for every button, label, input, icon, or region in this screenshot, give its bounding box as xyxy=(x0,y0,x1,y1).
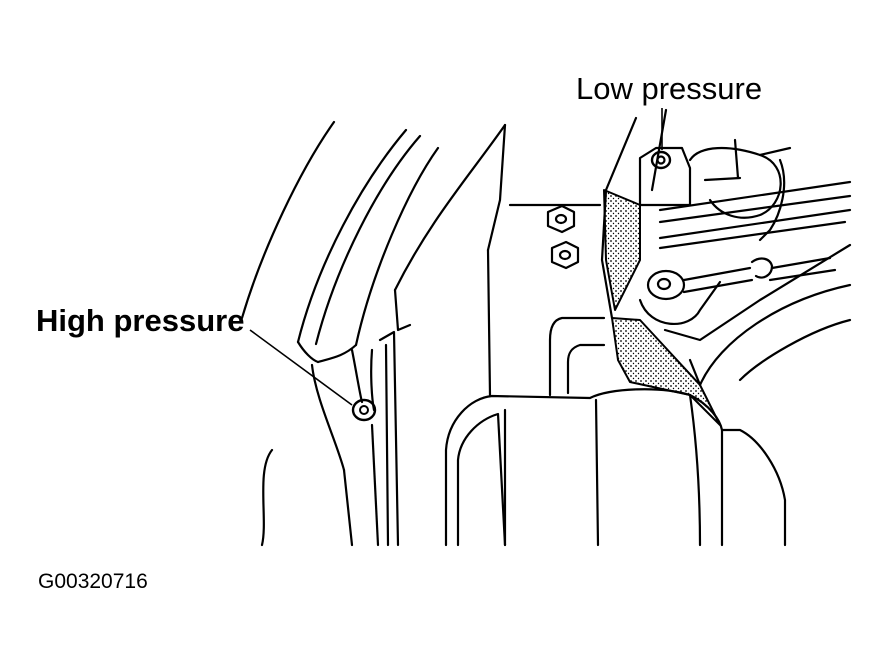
insulation xyxy=(603,189,721,426)
lower-fittings xyxy=(638,243,852,387)
leader-lines xyxy=(249,108,663,406)
bolt-upper xyxy=(546,204,576,234)
bracket xyxy=(548,316,606,397)
bolt-lower xyxy=(550,240,580,270)
figure-code: G00320716 xyxy=(38,570,148,593)
high-pressure-port xyxy=(350,330,400,547)
low-pressure-label: Low pressure xyxy=(576,71,763,106)
air-box-housing xyxy=(444,388,787,547)
high-pressure-label: High pressure xyxy=(36,303,245,338)
fender-pillar xyxy=(240,120,440,547)
strut-tower-panel xyxy=(393,123,602,397)
